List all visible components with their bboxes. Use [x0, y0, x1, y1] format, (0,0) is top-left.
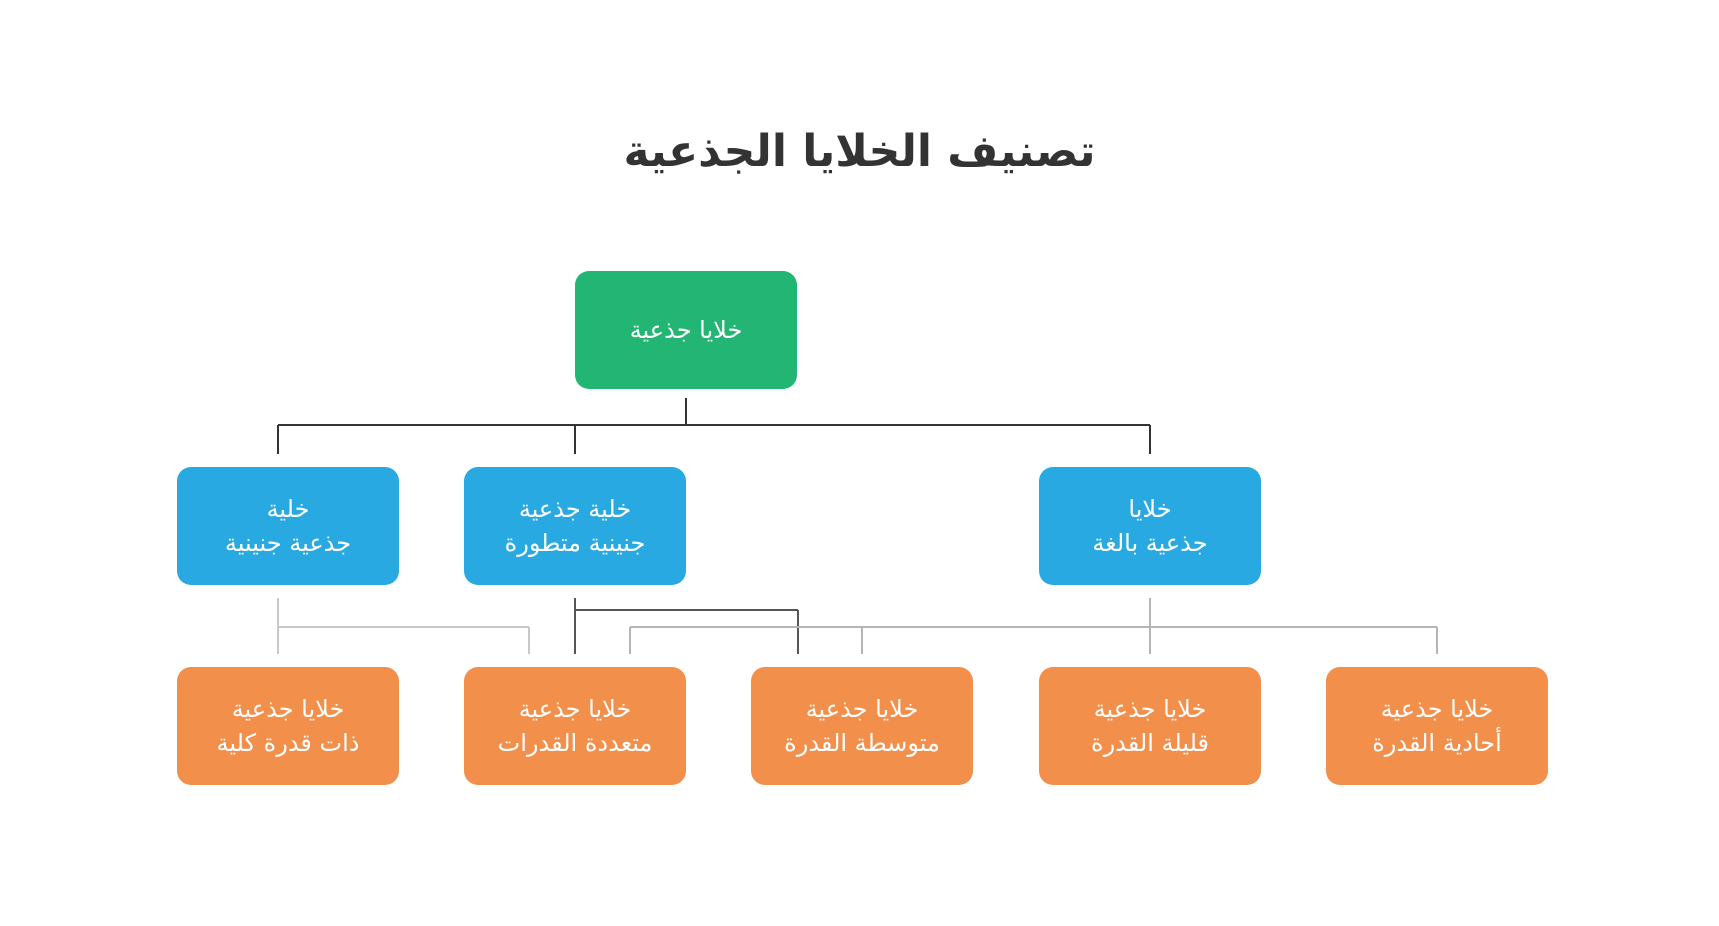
node-totipotent: خلايا جذعية ذات قدرة كلية: [177, 667, 399, 785]
embryonic-connectors: [277, 598, 530, 654]
node-embryonic-line-2: جذعية جنينية: [224, 529, 352, 557]
node-developed-line-2: جنينية متطورة: [504, 529, 646, 557]
node-unipotent: خلايا جذعية أحادية القدرة: [1326, 667, 1548, 785]
developed-connectors: [574, 598, 799, 654]
node-developed-embryonic-stem-cell: خلية جذعية جنينية متطورة: [464, 467, 686, 585]
node-embryonic-line-1: خلية: [266, 495, 310, 523]
adult-connectors: [629, 598, 1438, 654]
node-adult-line-2: جذعية بالغة: [1092, 529, 1208, 557]
node-root-line-1: خلايا جذعية: [629, 316, 743, 344]
node-unipotent-line-1: خلايا جذعية: [1380, 695, 1494, 723]
node-pluripotent-line-1: خلايا جذعية: [518, 695, 632, 723]
node-developed-line-1: خلية جذعية: [518, 495, 632, 523]
diagram-title: تصنيف الخلايا الجذعية: [623, 126, 1096, 177]
node-oligopotent: خلايا جذعية قليلة القدرة: [1039, 667, 1261, 785]
node-adult-stem-cells: خلايا جذعية بالغة: [1039, 467, 1261, 585]
node-root-stem-cells: خلايا جذعية: [575, 271, 797, 389]
node-totipotent-line-2: ذات قدرة كلية: [216, 729, 360, 757]
node-totipotent-line-1: خلايا جذعية: [231, 695, 345, 723]
node-oligopotent-line-1: خلايا جذعية: [1093, 695, 1207, 723]
node-multipotent-line-1: خلايا جذعية: [805, 695, 919, 723]
node-multipotent-line-2: متوسطة القدرة: [784, 729, 940, 757]
node-unipotent-line-2: أحادية القدرة: [1372, 729, 1502, 757]
node-oligopotent-line-2: قليلة القدرة: [1091, 729, 1209, 757]
node-pluripotent: خلايا جذعية متعددة القدرات: [464, 667, 686, 785]
node-adult-line-1: خلايا: [1128, 495, 1172, 523]
root-connectors: [277, 398, 1151, 454]
node-pluripotent-line-2: متعددة القدرات: [497, 729, 653, 757]
node-embryonic-stem-cell: خلية جذعية جنينية: [177, 467, 399, 585]
node-multipotent: خلايا جذعية متوسطة القدرة: [751, 667, 973, 785]
